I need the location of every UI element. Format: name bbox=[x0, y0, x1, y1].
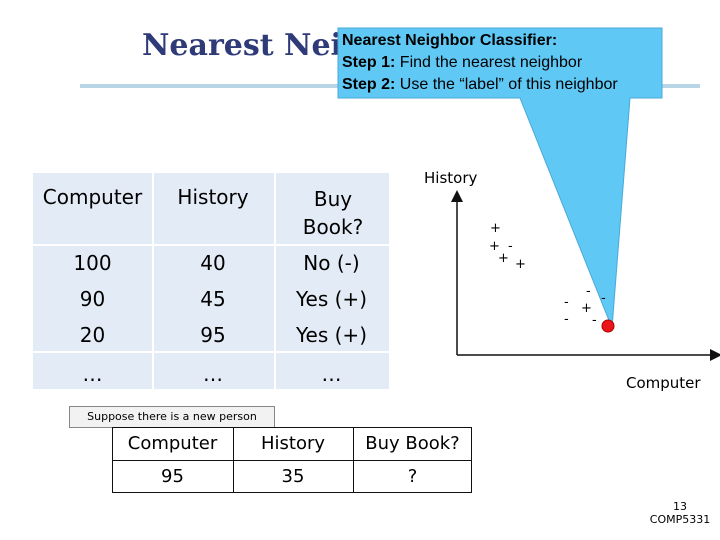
table-cell: 95 bbox=[200, 323, 226, 347]
new-point-marker bbox=[601, 319, 615, 333]
table-cell: No (-) bbox=[303, 251, 360, 275]
query-header-buy-book: Buy Book? bbox=[365, 433, 460, 454]
suppose-note: Suppose there is a new person bbox=[69, 406, 275, 428]
callout-step-2: Step 2: Use the “label” of this neighbor bbox=[342, 74, 618, 96]
callout-shape bbox=[337, 27, 663, 329]
slide-title: Nearest Neig bbox=[142, 28, 363, 63]
minus-point: - bbox=[586, 284, 591, 299]
callout-text: Nearest Neighbor Classifier: Step 1: Fin… bbox=[342, 30, 618, 96]
plus-point: + bbox=[498, 251, 509, 266]
table-divider bbox=[33, 351, 389, 353]
query-value-history: 35 bbox=[281, 466, 305, 487]
query-header-history: History bbox=[260, 433, 326, 454]
table-cell: Yes (+) bbox=[295, 323, 367, 347]
page-footer: 13 COMP5331 bbox=[640, 500, 720, 526]
y-axis-label: History bbox=[424, 169, 478, 187]
callout-step-2-label: Step 2: bbox=[342, 76, 396, 93]
table-cell: 100 bbox=[73, 251, 112, 275]
table-divider bbox=[33, 244, 389, 246]
table-cell: 90 bbox=[79, 287, 106, 311]
callout-step-1-text: Find the nearest neighbor bbox=[399, 54, 583, 71]
table-divider bbox=[274, 173, 276, 389]
query-header-computer: Computer bbox=[127, 433, 218, 454]
table-divider bbox=[152, 173, 154, 389]
plus-point: + bbox=[490, 221, 501, 236]
page-number: 13 bbox=[673, 500, 687, 513]
table-header-history: History bbox=[177, 185, 249, 209]
table-header-computer: Computer bbox=[42, 185, 143, 209]
minus-point: - bbox=[564, 312, 569, 327]
x-axis-label: Computer bbox=[626, 374, 701, 392]
minus-point: - bbox=[508, 239, 513, 254]
table-cell: 20 bbox=[79, 323, 106, 347]
query-table-divider bbox=[233, 427, 234, 493]
plus-point: + bbox=[489, 239, 500, 254]
course-code: COMP5331 bbox=[649, 513, 711, 526]
callout-heading: Nearest Neighbor Classifier: bbox=[342, 32, 558, 49]
table-cell: … bbox=[82, 362, 103, 386]
plus-point: + bbox=[581, 301, 592, 316]
callout-step-1: Step 1: Find the nearest neighbor bbox=[342, 52, 618, 74]
minus-point: - bbox=[601, 291, 606, 306]
table-cell: Yes (+) bbox=[295, 287, 367, 311]
minus-point: - bbox=[592, 313, 597, 328]
callout-step-1-label: Step 1: bbox=[342, 54, 396, 71]
table-cell: … bbox=[321, 362, 342, 386]
callout-step-2-text: Use the “label” of this neighbor bbox=[399, 76, 618, 93]
table-cell: 45 bbox=[200, 287, 226, 311]
table-cell: … bbox=[203, 362, 223, 386]
query-table-divider bbox=[353, 427, 354, 493]
plus-point: + bbox=[515, 257, 526, 272]
minus-point: - bbox=[564, 295, 569, 310]
table-cell: 40 bbox=[200, 251, 226, 275]
table-header-buy-book: Buy Book? bbox=[302, 187, 364, 239]
query-value-buy-book: ? bbox=[407, 466, 418, 487]
query-table-divider bbox=[112, 460, 472, 461]
query-value-computer: 95 bbox=[161, 466, 184, 487]
training-table bbox=[33, 173, 389, 389]
